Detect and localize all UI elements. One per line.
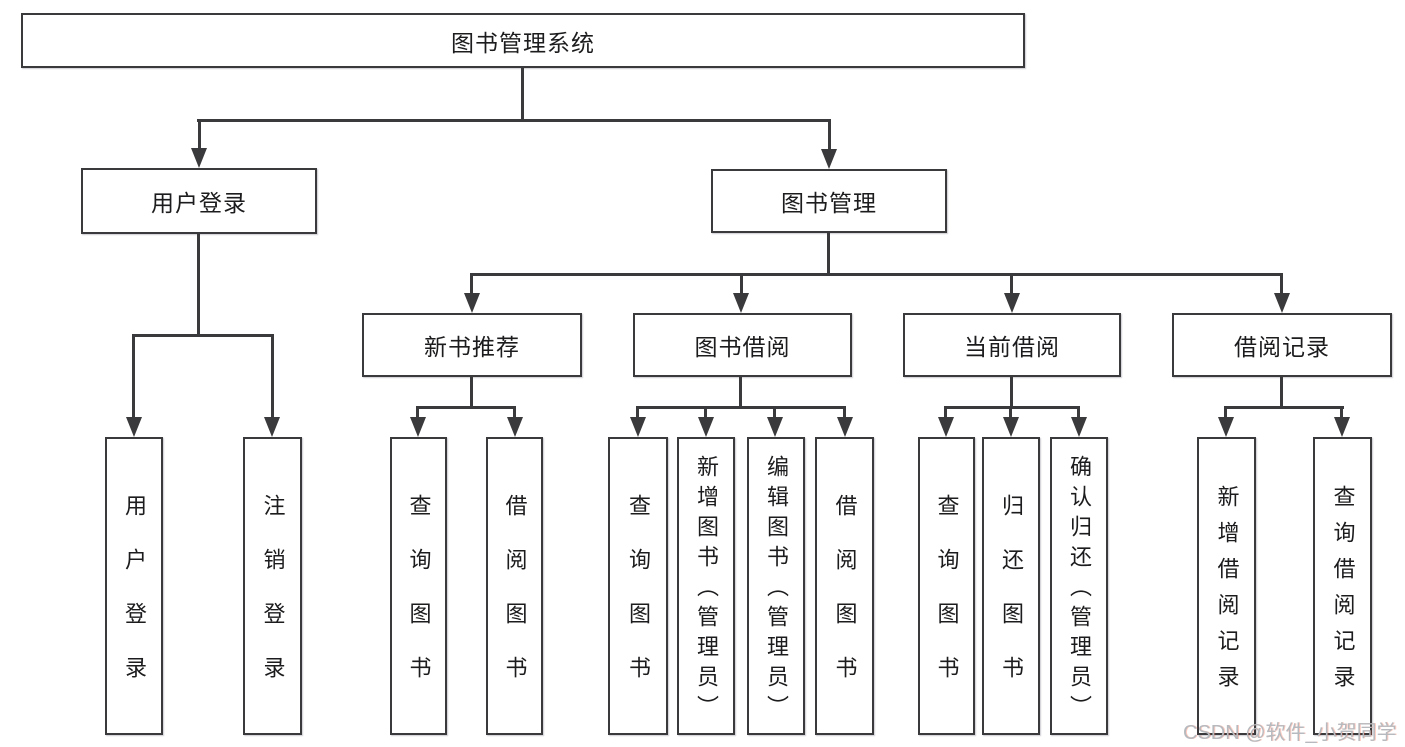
arrowhead-rec-borrow xyxy=(507,417,523,437)
leaf-recommend-query-books-label: 查询图书 xyxy=(406,494,432,710)
node-book-management: 图书管理 xyxy=(711,169,947,233)
arrowhead-bb-add xyxy=(698,417,714,437)
arrowhead-bb-query xyxy=(630,417,646,437)
edge-root-vline xyxy=(521,68,524,122)
arrowhead-bb-edit xyxy=(767,417,783,437)
arrowhead-leaf-logout xyxy=(264,417,280,437)
arrowhead-cb-return xyxy=(1003,417,1019,437)
leaf-return-books-label: 归还图书 xyxy=(999,494,1024,710)
leaf-user-login: 用户登录 xyxy=(105,437,163,735)
leaf-current-query-books-label: 查询图书 xyxy=(934,494,960,710)
arrowhead-cb-confirm xyxy=(1071,417,1087,437)
arrowhead-book-management xyxy=(821,149,837,169)
edge-recommend-hline xyxy=(416,406,516,409)
arrowhead-rr-add xyxy=(1218,417,1234,437)
leaf-add-borrow-record: 新增借阅记录 xyxy=(1197,437,1256,735)
node-borrow-records-label: 借阅记录 xyxy=(1234,334,1330,360)
leaf-borrow-books: 借阅图书 xyxy=(815,437,874,735)
edge-manage-hline xyxy=(470,273,1282,276)
leaf-add-books-admin-label: 新增图书（管理员） xyxy=(694,455,719,725)
node-current-borrow: 当前借阅 xyxy=(903,313,1121,377)
node-current-borrow-label: 当前借阅 xyxy=(964,334,1060,360)
leaf-logout-label: 注销登录 xyxy=(260,494,286,710)
edge-drop-bb-query xyxy=(636,406,639,419)
arrowhead-rec-query xyxy=(410,417,426,437)
node-book-management-label: 图书管理 xyxy=(781,190,877,216)
edge-drop-rr-add xyxy=(1224,406,1227,419)
edge-drop-recommend xyxy=(470,273,473,295)
leaf-logout: 注销登录 xyxy=(243,437,302,735)
leaf-current-query-books: 查询图书 xyxy=(918,437,975,735)
arrowhead-bb-borrow xyxy=(837,417,853,437)
edge-drop-rec-borrow xyxy=(513,406,516,419)
edge-borrow-vline xyxy=(739,377,742,408)
edge-drop-leaf-user-login xyxy=(132,334,135,418)
edge-drop-rr-query xyxy=(1340,406,1343,419)
csdn-watermark: CSDN @软件_小贺同学 xyxy=(1183,722,1397,744)
edge-drop-current-borrow xyxy=(1010,273,1013,295)
node-library-system-label: 图书管理系统 xyxy=(451,29,595,56)
node-new-book-recommend: 新书推荐 xyxy=(362,313,582,377)
edge-borrow-hline xyxy=(636,406,846,409)
arrowhead-cb-query xyxy=(938,417,954,437)
arrowhead-rr-query xyxy=(1334,417,1350,437)
node-book-borrow: 图书借阅 xyxy=(633,313,852,377)
leaf-add-borrow-record-label: 新增借阅记录 xyxy=(1214,485,1240,701)
leaf-user-login-label: 用户登录 xyxy=(122,494,147,710)
edge-drop-cb-confirm xyxy=(1077,406,1080,419)
arrowhead-leaf-user-login xyxy=(126,417,142,437)
node-new-book-recommend-label: 新书推荐 xyxy=(424,334,520,360)
edge-drop-rec-query xyxy=(416,406,419,419)
edge-drop-bb-edit xyxy=(773,406,776,419)
leaf-confirm-return-admin-label: 确认归还（管理员） xyxy=(1067,455,1092,725)
leaf-recommend-borrow-books-label: 借阅图书 xyxy=(502,494,528,710)
edge-drop-book-management xyxy=(828,119,831,150)
leaf-borrow-query-books-label: 查询图书 xyxy=(626,494,651,710)
node-library-system: 图书管理系统 xyxy=(21,13,1025,68)
leaf-confirm-return-admin: 确认归还（管理员） xyxy=(1050,437,1108,735)
arrowhead-recommend xyxy=(464,293,480,313)
edge-drop-cb-return xyxy=(1009,406,1012,419)
edge-root-hline xyxy=(197,119,830,122)
edge-drop-user-login xyxy=(198,119,201,149)
edge-login-vline xyxy=(197,234,200,336)
edge-records-vline xyxy=(1280,377,1283,408)
edge-current-vline xyxy=(1010,377,1013,408)
edge-login-hline xyxy=(132,334,273,337)
leaf-borrow-books-label: 借阅图书 xyxy=(832,494,858,710)
leaf-query-borrow-record: 查询借阅记录 xyxy=(1313,437,1372,735)
arrowhead-user-login xyxy=(191,148,207,168)
edge-drop-book-borrow xyxy=(740,273,743,295)
edge-records-hline xyxy=(1224,406,1344,409)
edge-drop-bb-borrow xyxy=(843,406,846,419)
edge-recommend-vline xyxy=(470,377,473,408)
node-book-borrow-label: 图书借阅 xyxy=(694,334,791,360)
node-borrow-records: 借阅记录 xyxy=(1172,313,1392,377)
edge-drop-leaf-logout xyxy=(271,334,274,418)
node-user-login-label: 用户登录 xyxy=(151,190,247,216)
leaf-recommend-borrow-books: 借阅图书 xyxy=(486,437,543,735)
arrowhead-book-borrow xyxy=(733,293,749,313)
node-user-login: 用户登录 xyxy=(81,168,317,234)
edge-current-hline xyxy=(944,406,1080,409)
leaf-recommend-query-books: 查询图书 xyxy=(390,437,447,735)
edge-drop-borrow-records xyxy=(1280,273,1283,295)
leaf-query-borrow-record-label: 查询借阅记录 xyxy=(1330,485,1356,701)
arrowhead-borrow-records xyxy=(1274,293,1290,313)
arrowhead-current-borrow xyxy=(1004,293,1020,313)
leaf-edit-books-admin: 编辑图书（管理员） xyxy=(747,437,805,735)
edge-manage-vline xyxy=(827,233,830,276)
edge-drop-bb-add xyxy=(704,406,707,419)
leaf-return-books: 归还图书 xyxy=(982,437,1040,735)
leaf-add-books-admin: 新增图书（管理员） xyxy=(677,437,735,735)
leaf-borrow-query-books: 查询图书 xyxy=(608,437,668,735)
edge-drop-cb-query xyxy=(944,406,947,419)
leaf-edit-books-admin-label: 编辑图书（管理员） xyxy=(764,455,789,725)
